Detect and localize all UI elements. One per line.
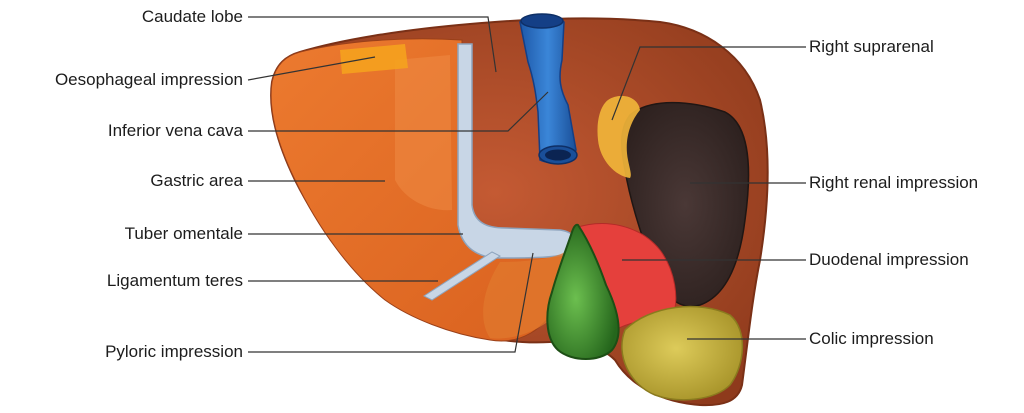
ivc-bottom-lumen [545, 150, 571, 161]
label-inferior-vena-cava: Inferior vena cava [108, 121, 243, 141]
label-colic-impression: Colic impression [809, 329, 934, 349]
label-tuber-omentale: Tuber omentale [125, 224, 243, 244]
gastric-area-region [395, 55, 452, 210]
label-gastric-area: Gastric area [150, 171, 243, 191]
colic-impression-region [622, 307, 743, 400]
label-ligamentum-teres: Ligamentum teres [107, 271, 243, 291]
label-oesophageal-impression: Oesophageal impression [55, 70, 243, 90]
label-duodenal-impression: Duodenal impression [809, 250, 969, 270]
ivc-top-opening [521, 14, 563, 28]
label-caudate-lobe: Caudate lobe [142, 7, 243, 27]
label-right-suprarenal: Right suprarenal [809, 37, 934, 57]
label-pyloric-impression: Pyloric impression [105, 342, 243, 362]
label-right-renal-impression: Right renal impression [809, 173, 978, 193]
